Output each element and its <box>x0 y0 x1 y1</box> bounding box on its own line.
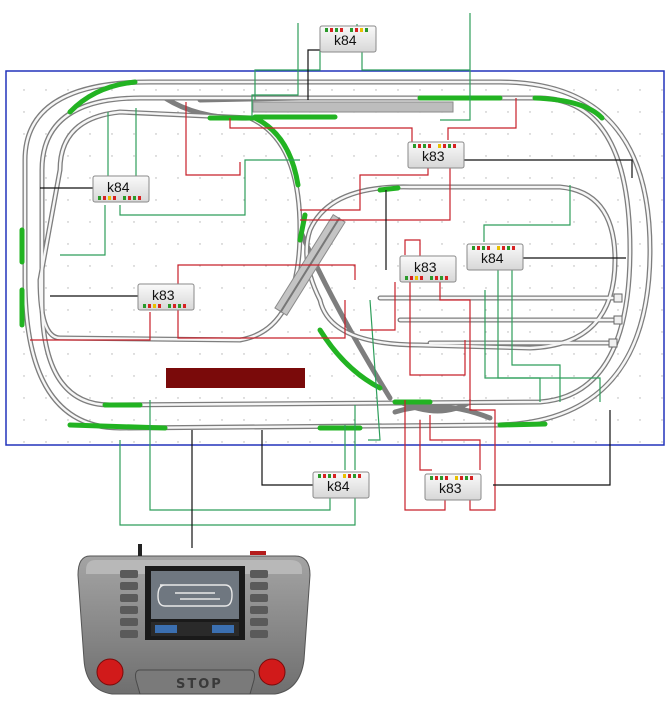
decoder-module-k83-left[interactable]: k83 <box>137 283 195 311</box>
decoder-module-k84-right[interactable]: k84 <box>466 243 524 271</box>
module-label: k83 <box>422 148 445 164</box>
right-throttle-knob[interactable] <box>258 658 286 686</box>
decoder-module-k84-top[interactable]: k84 <box>319 25 377 53</box>
digital-controller[interactable]: STOP <box>77 544 311 695</box>
module-label: k84 <box>481 250 504 266</box>
station-platform <box>166 368 305 388</box>
stop-label: STOP <box>176 677 223 692</box>
right-function-keys[interactable] <box>250 570 268 638</box>
left-function-keys[interactable] <box>120 570 138 638</box>
decoder-module-k83-middle[interactable]: k83 <box>399 255 457 283</box>
decoder-module-k83-upper-right[interactable]: k83 <box>407 141 465 169</box>
module-label: k84 <box>107 179 130 195</box>
decoder-module-k84-bottom[interactable]: k84 <box>312 471 370 499</box>
module-label: k84 <box>334 32 357 48</box>
module-label: k83 <box>152 287 175 303</box>
decoder-module-k84-left[interactable]: k84 <box>92 175 150 203</box>
screen-track-preview <box>157 584 233 607</box>
left-throttle-knob[interactable] <box>96 658 124 686</box>
brand-badge <box>250 551 266 555</box>
stop-button[interactable] <box>135 669 255 695</box>
module-label: k83 <box>439 480 462 496</box>
module-label: k84 <box>327 478 350 494</box>
touchscreen[interactable] <box>151 571 239 619</box>
decoder-modules: k84 k84 k83 k83 k83 k84 <box>92 25 524 501</box>
module-label: k83 <box>414 259 437 275</box>
track-plan <box>19 79 653 431</box>
decoder-module-k83-bottom[interactable]: k83 <box>424 473 482 501</box>
